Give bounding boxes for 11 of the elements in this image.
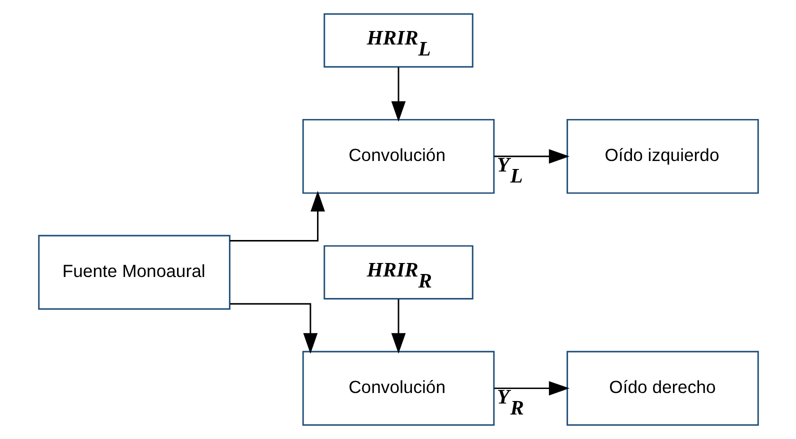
node-box: Oído derecho — [566, 350, 758, 426]
node-box: Convolución — [302, 118, 494, 194]
arrow — [390, 299, 406, 354]
node-box: Oído izquierdo — [566, 118, 758, 194]
node-box: Convolución — [302, 350, 494, 426]
node-box: Fuente Monoaural — [38, 234, 230, 310]
arrow — [230, 303, 318, 354]
arrow — [494, 381, 569, 396]
arrow — [229, 190, 324, 242]
arrow — [390, 67, 406, 122]
arrow — [494, 149, 569, 164]
